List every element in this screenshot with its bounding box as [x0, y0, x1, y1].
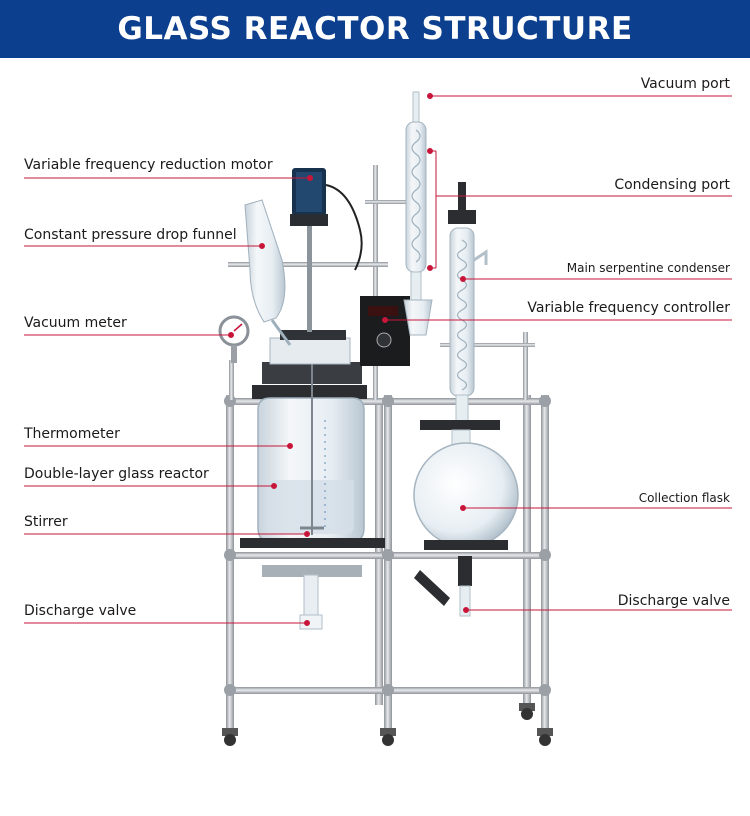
reactor-vessel: [240, 330, 385, 630]
label-vacuum-meter: Vacuum meter: [24, 315, 127, 331]
label-discharge-valve-left: Discharge valve: [24, 603, 137, 619]
label-condensing-port: Condensing port: [614, 177, 730, 193]
label-motor: Variable frequency reduction motor: [24, 157, 273, 173]
page-title: GLASS REACTOR STRUCTURE: [117, 11, 633, 47]
label-drop-funnel: Constant pressure drop funnel: [24, 227, 237, 243]
label-thermometer: Thermometer: [24, 426, 120, 442]
serpentine-condenser: [448, 182, 488, 426]
label-serpentine-condenser: Main serpentine condenser: [566, 261, 730, 275]
casters: [222, 703, 553, 746]
vacuum-gauge: [218, 315, 250, 363]
label-vacuum-port: Vacuum port: [640, 76, 730, 92]
leader-lines: [24, 93, 732, 626]
label-frequency-controller: Variable frequency controller: [527, 300, 730, 316]
label-discharge-valve-right: Discharge valve: [617, 593, 730, 609]
label-glass-reactor: Double-layer glass reactor: [24, 466, 209, 482]
collection-flask: [413, 420, 519, 617]
label-stirrer: Stirrer: [24, 514, 68, 530]
label-collection-flask: Collection flask: [638, 491, 730, 505]
title-banner: GLASS REACTOR STRUCTURE: [0, 0, 750, 58]
frequency-controller: [360, 296, 410, 366]
reduction-motor: [290, 168, 363, 332]
vertical-condenser: [403, 91, 433, 336]
drop-funnel: [244, 199, 292, 346]
